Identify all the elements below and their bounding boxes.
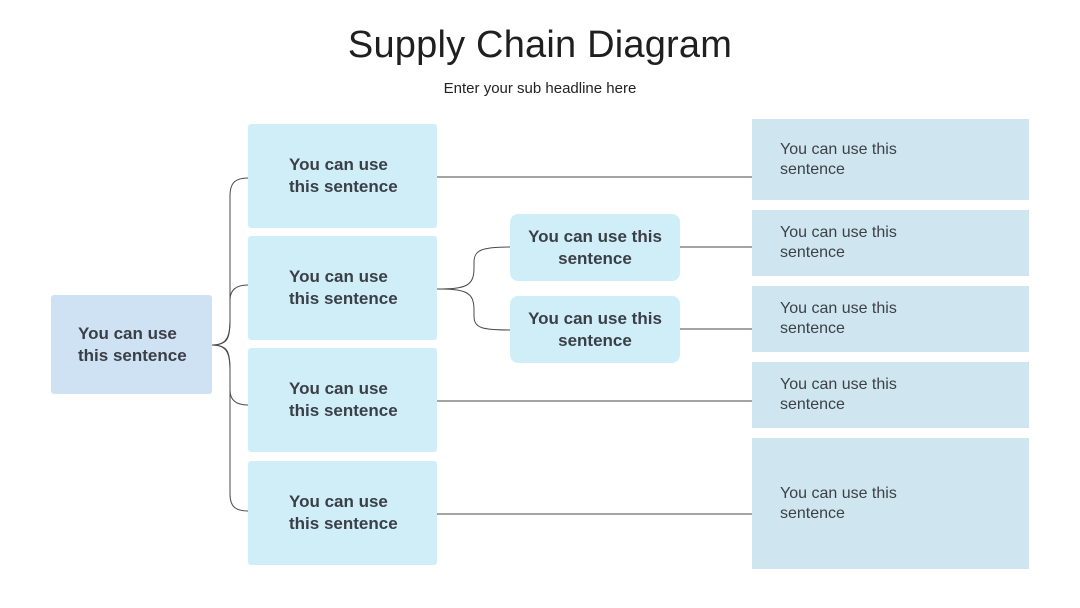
sub-node-2: You can use this sentence [510, 296, 680, 363]
sub-node-label: You can use this sentence [528, 226, 662, 268]
leaf-node-label: You can use this sentence [780, 376, 897, 413]
leaf-node-5: You can use this sentence [752, 438, 1029, 569]
stage-node-label: You can use this sentence [289, 155, 398, 196]
node2-to-sub1-connector [436, 246, 511, 290]
leaf-node-label: You can use this sentence [780, 484, 897, 522]
stage-node-label: You can use this sentence [289, 267, 398, 308]
leaf-node-label: You can use this sentence [780, 140, 897, 178]
leaf-node-4: You can use this sentence [752, 362, 1029, 428]
root-node: You can use this sentence [51, 295, 212, 394]
page-title: Supply Chain Diagram [347, 24, 733, 66]
leaf-node-label: You can use this sentence [780, 224, 897, 261]
stage-node-1: You can use this sentence [248, 124, 437, 228]
root-to-node2-connector [211, 284, 249, 346]
leaf-node-1: You can use this sentence [752, 119, 1029, 200]
stage-node-label: You can use this sentence [289, 379, 398, 420]
sub-node-1: You can use this sentence [510, 214, 680, 281]
stage-node-label: You can use this sentence [289, 492, 398, 533]
sub-node-label: You can use this sentence [528, 308, 662, 350]
page-subtitle: Enter your sub headline here [443, 80, 637, 97]
root-to-node4-connector [211, 344, 249, 512]
leaf-node-3: You can use this sentence [752, 286, 1029, 352]
stage-node-3: You can use this sentence [248, 348, 437, 452]
stage-node-4: You can use this sentence [248, 461, 437, 565]
node2-to-sub2-connector [436, 288, 511, 331]
stage-node-2: You can use this sentence [248, 236, 437, 340]
leaf-node-2: You can use this sentence [752, 210, 1029, 276]
leaf-node-label: You can use this sentence [780, 300, 897, 337]
root-node-label: You can use this sentence [78, 323, 187, 365]
